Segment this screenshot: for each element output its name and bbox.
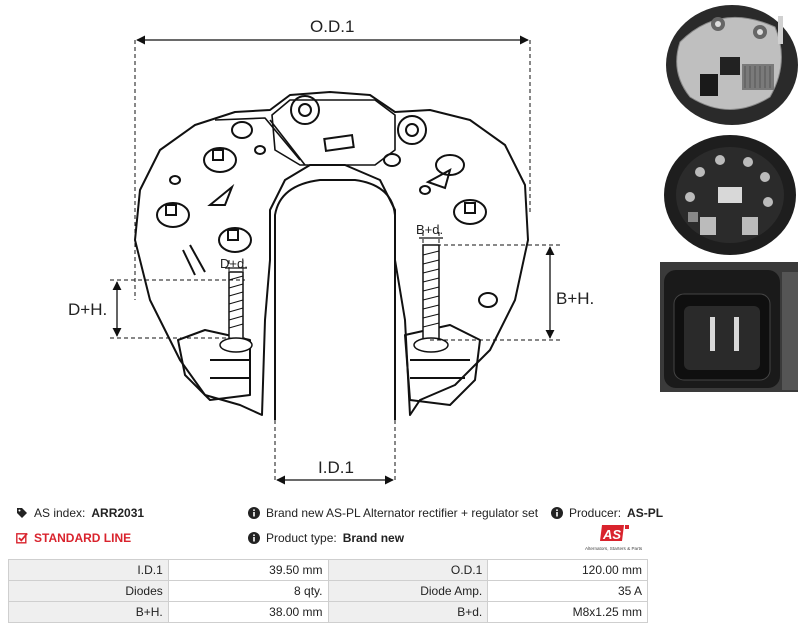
info-icon [248,507,260,519]
connector-photo [660,262,798,392]
as-index-value: ARR2031 [91,506,145,520]
product-photo-top [660,2,798,128]
product-photo-bottom [660,132,798,258]
svg-text:AS: AS [602,527,621,542]
tag-icon [17,508,27,518]
table-row: B+H. 38.00 mm B+d. M8x1.25 mm [8,601,648,623]
spec-value: 120.00 mm [487,559,648,581]
table-row: Diodes 8 qty. Diode Amp. 35 A [8,580,648,602]
right-bolt [422,244,440,341]
rectifier-outline [134,91,529,416]
as-pl-logo: AS Alternators, Starters & Parts [585,525,643,551]
spec-value: 38.00 mm [167,601,329,623]
standard-line-text: STANDARD LINE [34,531,132,545]
spec-label: B+H. [8,601,169,623]
spec-label: B+d. [327,601,489,623]
info-icon [551,507,563,519]
technical-drawing: O.D.1 I.D.1 D+H. B+H. B+d. D+d. [68,17,594,485]
id-label: I.D.1 [318,458,354,477]
product-type-label: Product type: [266,531,337,545]
table-row: I.D.1 39.50 mm O.D.1 120.00 mm [8,559,648,581]
spec-value: 39.50 mm [167,559,329,581]
product-info: AS index: ARR2031 Brand new AS-PL Altern… [0,500,800,560]
spec-value: M8x1.25 mm [487,601,648,623]
standard-line: STANDARD LINE [16,531,131,545]
product-type-value: Brand new [342,531,405,545]
left-lug [177,329,251,401]
producer-value: AS-PL [627,506,664,520]
producer-label: Producer: [569,506,622,520]
spec-label: Diode Amp. [327,580,489,602]
od-label: O.D.1 [310,17,354,36]
description-text: Brand new AS-PL Alternator rectifier + r… [266,506,539,520]
logo-tagline: Alternators, Starters & Parts [585,546,643,551]
specs-table: I.D.1 39.50 mm O.D.1 120.00 mm Diodes 8 … [8,559,648,623]
left-bolt [228,271,244,341]
description: Brand new AS-PL Alternator rectifier + r… [248,506,538,520]
spec-label: O.D.1 [327,559,489,581]
info-icon [248,532,260,544]
dd-label: D+d. [220,256,248,271]
as-index: AS index: ARR2031 [16,506,144,520]
spec-label: I.D.1 [8,559,169,581]
as-index-label: AS index: [34,506,86,520]
bh-label: B+H. [556,289,594,308]
dh-label: D+H. [68,300,107,319]
producer: Producer: AS-PL [551,506,663,520]
right-lug [404,324,481,406]
spec-value: 35 A [487,580,648,602]
checkbox-checked-icon [16,532,28,544]
spec-label: Diodes [8,580,169,602]
inner-bore [274,179,396,420]
spec-value: 8 qty. [167,580,329,602]
bd-label: B+d. [416,222,443,237]
product-type: Product type: Brand new [248,531,404,545]
